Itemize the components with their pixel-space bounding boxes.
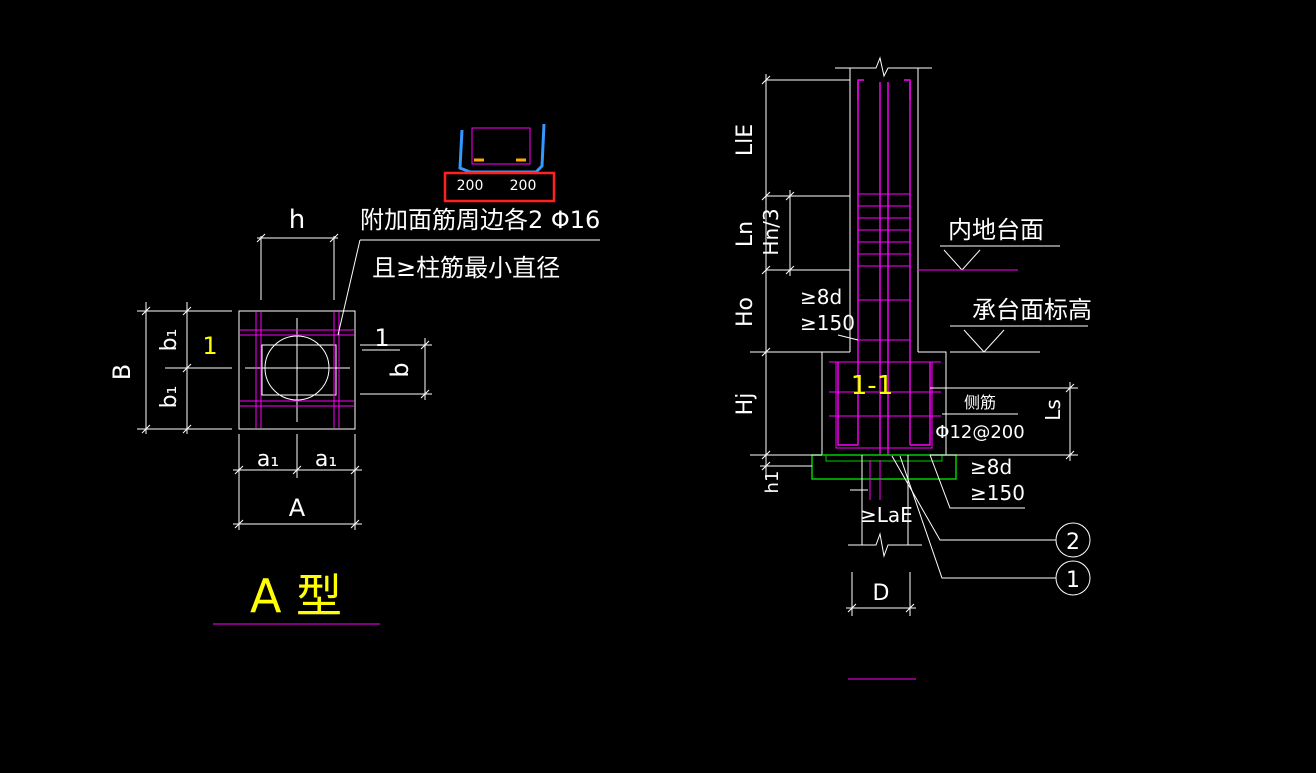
dim-a1-left: a₁ (257, 447, 279, 472)
plan-rebars (240, 312, 354, 428)
dim-Hj: Hj (733, 393, 758, 416)
section-label: 1-1 (851, 371, 893, 401)
dim-b1-top: b₁ (157, 329, 182, 352)
callout-1: 1 (1066, 568, 1080, 593)
dim-Ho: Ho (733, 297, 758, 327)
note-8d-bottom: ≥8d (970, 455, 1012, 479)
callout-1-leader (899, 455, 1056, 579)
spacing-left: 200 (457, 178, 484, 194)
pile-cap (821, 351, 947, 456)
note-line1: 附加面筋周边各2 Φ16 (360, 206, 600, 234)
section-mark-left: 1 (202, 332, 217, 360)
note-line2: 且≥柱筋最小直径 (372, 254, 560, 282)
dim-a1-right: a₁ (315, 447, 337, 472)
label-cap-elev: 承台面标高 (972, 296, 1092, 324)
side-bar-label: 侧筋 (964, 393, 996, 412)
dim-Ln: Ln (733, 221, 758, 247)
spacing-right: 200 (510, 178, 537, 194)
note-150-top: ≥150 (800, 311, 855, 335)
markup-stroke (458, 123, 546, 174)
note-LaE: ≥LaE (860, 503, 913, 527)
dim-b: b (386, 362, 414, 377)
column-outline (261, 344, 337, 396)
dim-A: A (289, 494, 306, 522)
side-bar-spec: Φ12@200 (935, 422, 1024, 443)
note-leader (337, 239, 361, 336)
callout-2-leader (891, 455, 1056, 541)
callout-2: 2 (1066, 530, 1080, 555)
dim-h: h (289, 205, 305, 235)
section-view: LlE Ln Hn/3 Ho Hj h1 ≥8d ≥150 内地台面 承台面标高… (733, 56, 1092, 680)
bottom-break-line (848, 532, 922, 558)
dim-h1: h1 (762, 471, 783, 494)
note-8d-top: ≥8d (800, 285, 842, 309)
note-150-bottom: ≥150 (970, 481, 1025, 505)
top-break-line (835, 56, 932, 78)
plan-view: h B b₁ b₁ 1 1 b a₁ a₁ A 附加面筋周边 (108, 205, 600, 625)
callout-1-circle (1055, 560, 1091, 596)
plan-outline (238, 310, 356, 430)
detail-inset: 200 200 (443, 123, 556, 203)
highlight-box (443, 171, 556, 203)
dim-Hn3: Hn/3 (759, 208, 783, 255)
dim-D: D (873, 581, 890, 606)
callout-2-circle (1055, 522, 1091, 558)
section-mark-right: 1 (374, 324, 389, 352)
dim-Ls: Ls (1041, 399, 1065, 421)
dim-b1-bottom: b₁ (157, 386, 182, 409)
type-title: A 型 (250, 569, 342, 623)
dim-LlE: LlE (733, 124, 758, 156)
column-rebars (829, 79, 941, 455)
dim-B: B (108, 364, 136, 380)
label-floor: 内地台面 (948, 216, 1044, 244)
